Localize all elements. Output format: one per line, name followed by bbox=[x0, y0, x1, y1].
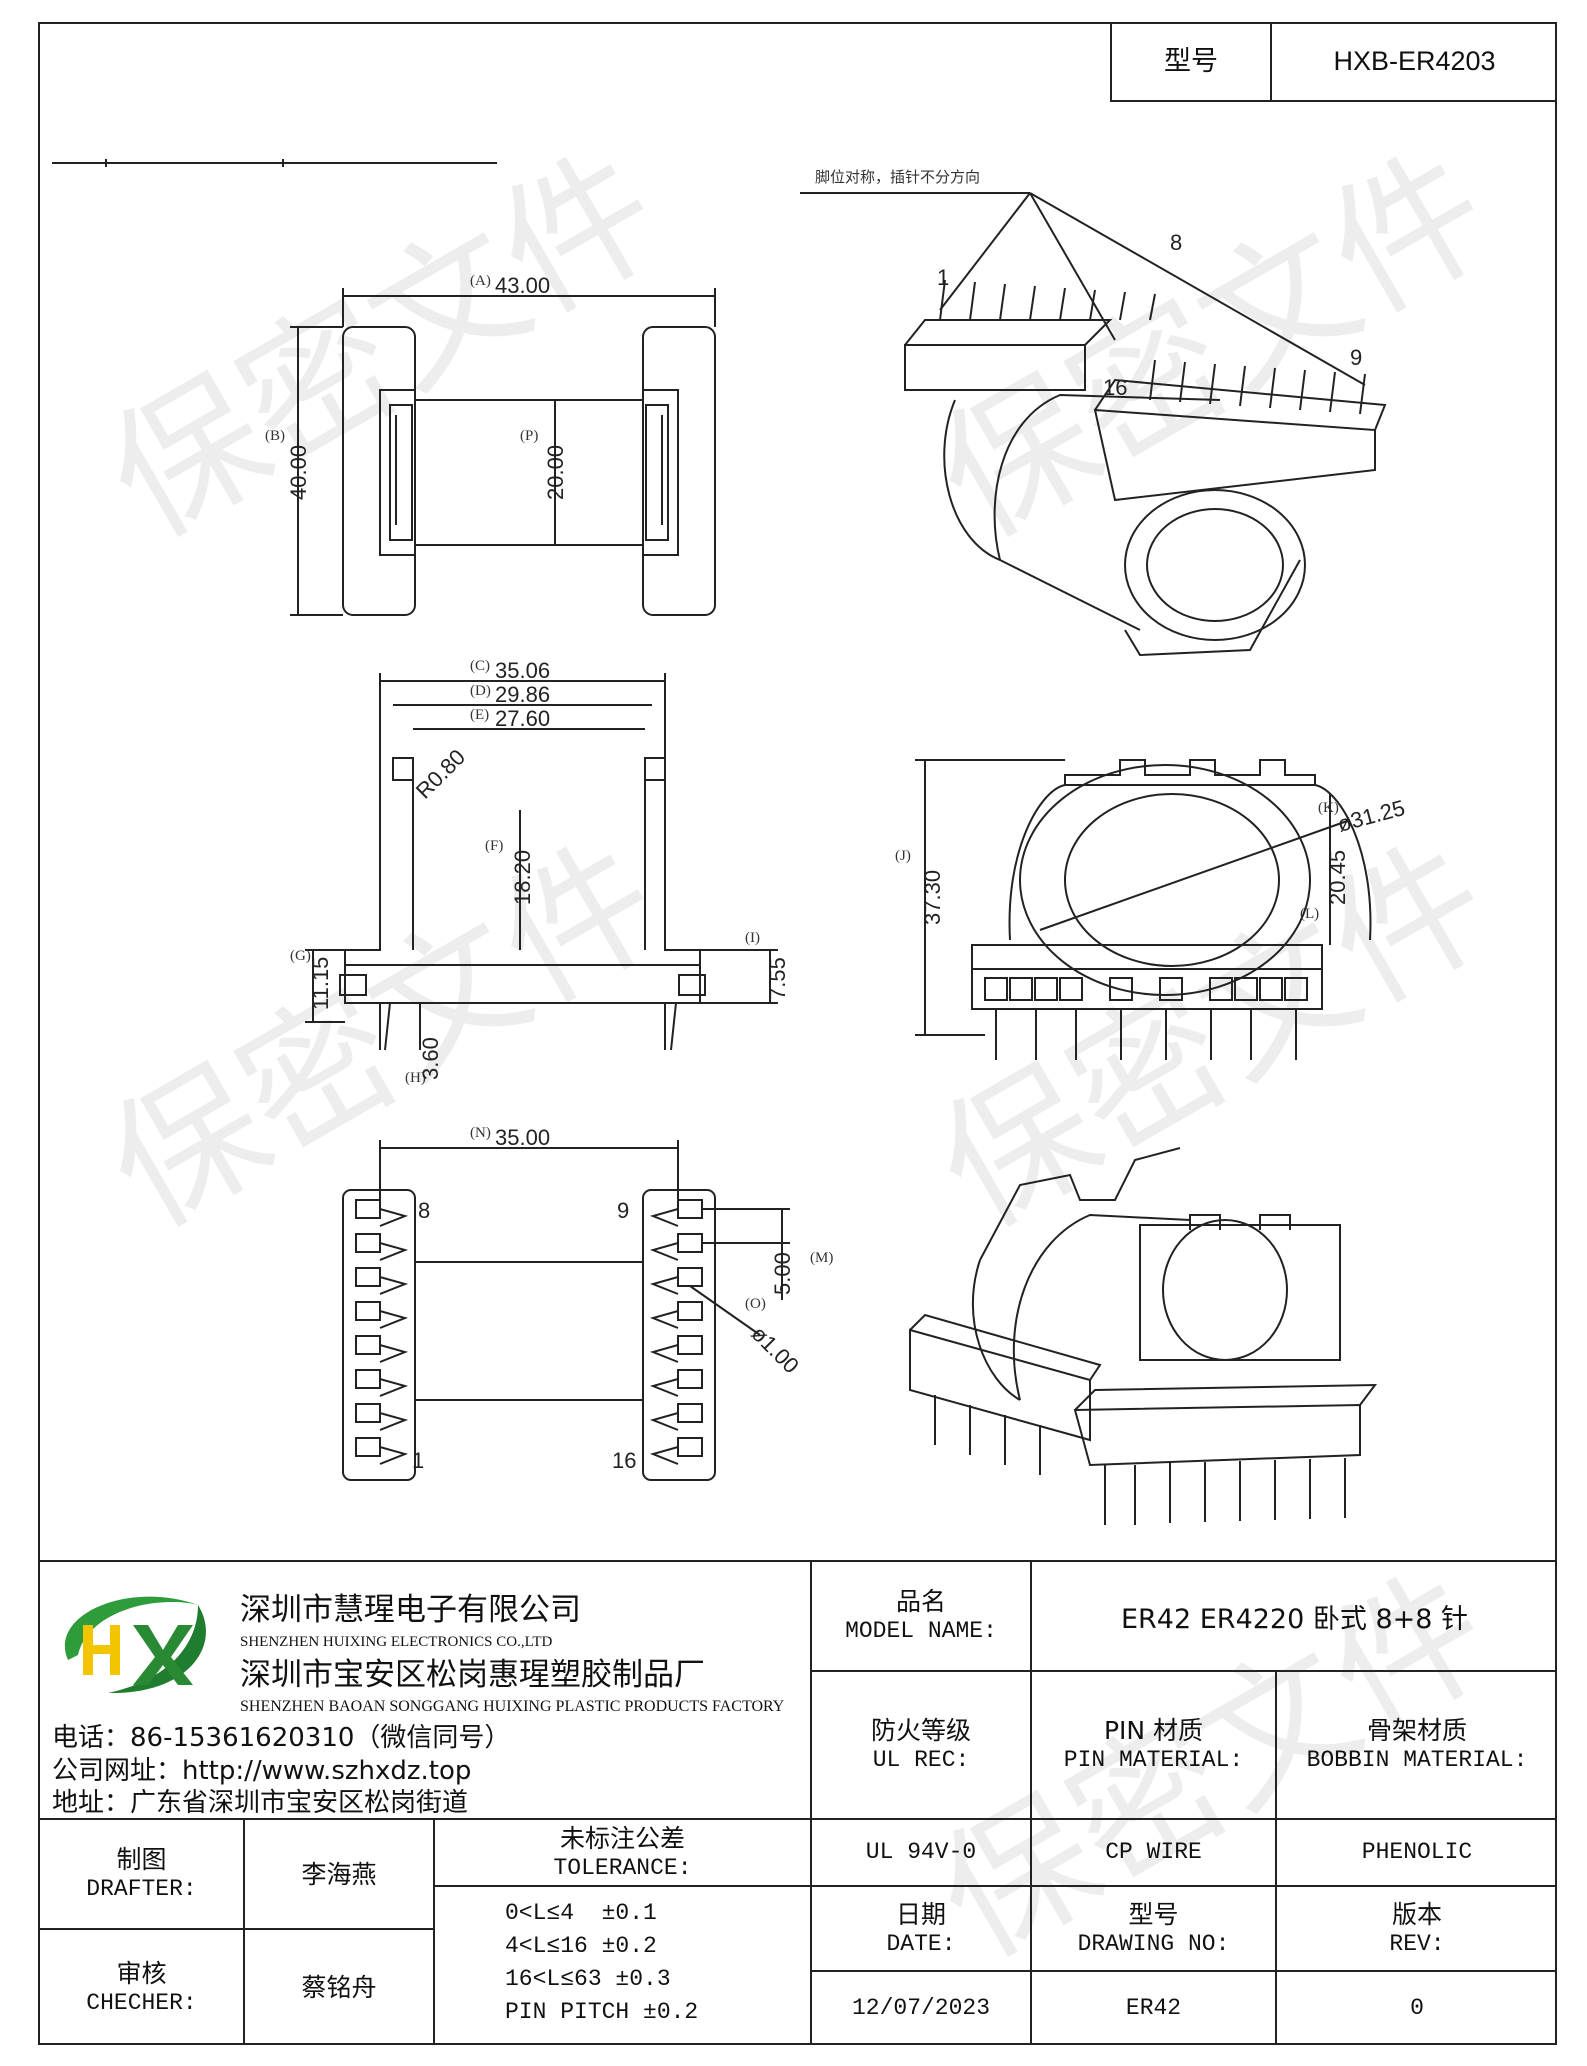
svg-text:(G): (G) bbox=[290, 948, 311, 964]
title-block-top-border bbox=[38, 1560, 1557, 1562]
svg-text:16: 16 bbox=[1103, 375, 1127, 400]
front-view bbox=[305, 673, 778, 1051]
watermark-1: 保密文件 bbox=[81, 120, 688, 571]
dimension-labels: (A) 43.00 (B) 40.00 (P) 20.00 (C) 35.06 … bbox=[265, 273, 1407, 1378]
company-phone: 电话：86-15361620310（微信同号） bbox=[52, 1723, 511, 1753]
tolerance-line: 16<L≤63 ±0.3 bbox=[505, 1966, 671, 1992]
header-model-label: 型号 bbox=[1112, 22, 1272, 100]
svg-text:(C): (C) bbox=[470, 658, 490, 674]
company-logo bbox=[64, 1596, 206, 1694]
tolerance-line: 4<L≤16 ±0.2 bbox=[505, 1933, 657, 1959]
svg-text:ø1.00: ø1.00 bbox=[746, 1321, 803, 1378]
ul-rec-value: UL 94V-0 bbox=[865, 1839, 977, 1865]
svg-text:20.45: 20.45 bbox=[1325, 850, 1350, 905]
pin-note: 脚位对称，插针不分方向 bbox=[815, 169, 980, 186]
tolerance-values: 0<L≤4 ±0.1 4<L≤16 ±0.2 16<L≤63 ±0.3 PIN … bbox=[505, 1897, 805, 2029]
svg-text:(A): (A) bbox=[470, 273, 491, 289]
drawing-frame bbox=[38, 22, 1557, 2045]
svg-text:3.60: 3.60 bbox=[418, 1037, 443, 1080]
svg-text:8: 8 bbox=[418, 1198, 430, 1223]
factory-name-en: SHENZHEN BAOAN SONGGANG HUIXING PLASTIC … bbox=[240, 1698, 785, 1715]
bottom-pins-left bbox=[355, 1199, 409, 1465]
svg-text:(L): (L) bbox=[1300, 906, 1319, 922]
tolerance-line: PIN PITCH ±0.2 bbox=[505, 1999, 699, 2025]
watermark-4: 保密文件 bbox=[911, 810, 1518, 1261]
model-name-value: ER42 ER4220 卧式 8+8 针 bbox=[1120, 1603, 1469, 1635]
svg-text:(K): (K) bbox=[1318, 800, 1339, 816]
rev-value: 0 bbox=[1410, 1995, 1424, 2021]
header-model-box: 型号 HXB-ER4203 bbox=[1110, 22, 1557, 102]
svg-text:11.15: 11.15 bbox=[308, 957, 333, 1010]
header-model-value: HXB-ER4203 bbox=[1333, 45, 1496, 76]
iso-view-bottom bbox=[909, 1147, 1378, 1525]
svg-text:27.60: 27.60 bbox=[495, 706, 550, 731]
drafter-value: 李海燕 bbox=[301, 1859, 377, 1889]
bottom-pins-right bbox=[649, 1199, 703, 1465]
svg-text:9: 9 bbox=[1350, 345, 1362, 370]
svg-text:(O): (O) bbox=[745, 1296, 766, 1312]
svg-text:35.00: 35.00 bbox=[495, 1125, 550, 1150]
pin-material-value: CP WIRE bbox=[1105, 1839, 1202, 1865]
svg-text:(F): (F) bbox=[485, 838, 503, 854]
svg-text:29.86: 29.86 bbox=[495, 682, 550, 707]
checker-value: 蔡铭舟 bbox=[301, 1973, 377, 2002]
svg-text:7.55: 7.55 bbox=[765, 957, 790, 1000]
svg-text:(D): (D) bbox=[470, 683, 491, 699]
svg-text:(E): (E) bbox=[470, 707, 489, 723]
svg-text:5.00: 5.00 bbox=[770, 1252, 795, 1295]
svg-text:(M): (M) bbox=[810, 1250, 833, 1266]
bottom-view bbox=[342, 1140, 790, 1481]
svg-text:35.06: 35.06 bbox=[495, 658, 550, 683]
bobbin-material-value: PHENOLIC bbox=[1361, 1839, 1473, 1865]
svg-text:1: 1 bbox=[412, 1448, 424, 1473]
model-name-label: 品名 MODEL NAME: bbox=[845, 1587, 997, 1644]
iso-view-top bbox=[800, 192, 1387, 657]
company-address: 地址：广东省深圳市宝安区松岗街道 bbox=[52, 1788, 469, 1818]
svg-text:18.20: 18.20 bbox=[510, 850, 535, 905]
date-value: 12/07/2023 bbox=[851, 1995, 991, 2021]
company-website: 公司网址：http://www.szhxdz.top bbox=[52, 1756, 472, 1786]
svg-text:20.00: 20.00 bbox=[543, 445, 568, 500]
svg-text:8: 8 bbox=[1170, 230, 1182, 255]
factory-name-cn: 深圳市宝安区松岗惠瑆塑胶制品厂 bbox=[240, 1657, 705, 1693]
svg-text:9: 9 bbox=[617, 1198, 629, 1223]
svg-text:43.00: 43.00 bbox=[495, 273, 550, 298]
svg-text:40.00: 40.00 bbox=[286, 445, 311, 500]
side-view bbox=[915, 759, 1372, 1060]
top-view bbox=[290, 288, 716, 616]
svg-text:1: 1 bbox=[937, 265, 949, 290]
svg-text:37.30: 37.30 bbox=[920, 870, 945, 925]
drawing-no-value: ER42 bbox=[1125, 1995, 1182, 2021]
svg-text:(N): (N) bbox=[470, 1125, 491, 1141]
svg-text:(J): (J) bbox=[895, 848, 911, 864]
svg-text:R0.80: R0.80 bbox=[411, 744, 470, 803]
side-pins bbox=[984, 977, 1308, 1060]
svg-text:(P): (P) bbox=[520, 428, 538, 444]
svg-text:16: 16 bbox=[612, 1448, 636, 1473]
tolerance-line: 0<L≤4 ±0.1 bbox=[505, 1900, 657, 1926]
svg-text:(H): (H) bbox=[405, 1070, 426, 1086]
watermark-3: 保密文件 bbox=[81, 810, 688, 1261]
pin-labels: 1 8 16 9 8 9 1 16 bbox=[412, 230, 1362, 1473]
company-name-cn: 深圳市慧瑆电子有限公司 bbox=[240, 1592, 581, 1628]
svg-text:(I): (I) bbox=[745, 930, 760, 946]
company-name-en: SHENZHEN HUIXING ELECTRONICS CO.,LTD bbox=[240, 1634, 553, 1650]
svg-text:(B): (B) bbox=[265, 428, 285, 444]
